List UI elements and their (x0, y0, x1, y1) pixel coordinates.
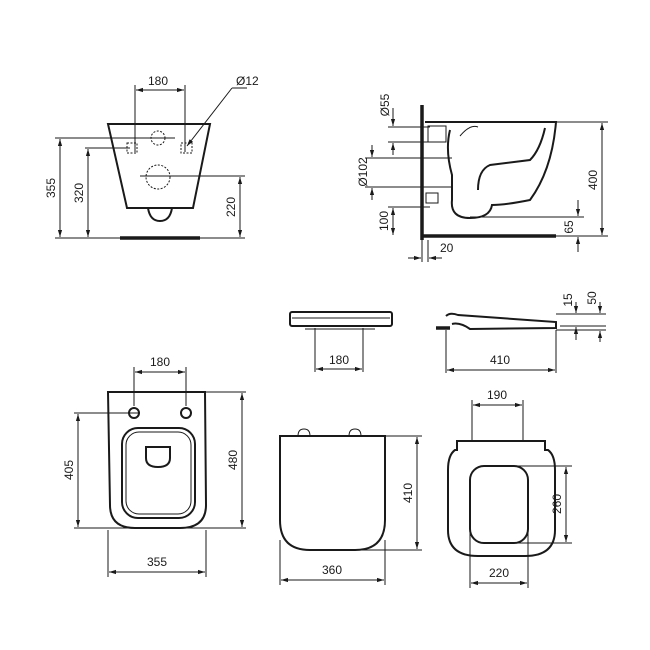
dim-20: 20 (440, 241, 454, 255)
dim-hole-diameter: Ø12 (236, 74, 259, 88)
dim-180: 180 (150, 355, 170, 369)
dim-260: 260 (550, 494, 564, 514)
dim-100: 100 (377, 211, 391, 231)
dim-480: 480 (226, 450, 240, 470)
dim-405: 405 (62, 460, 76, 480)
dim-410: 410 (490, 353, 510, 367)
seat-plan-view: 190 260 220 (447, 388, 572, 588)
dim-55: Ø55 (378, 93, 392, 116)
dim-320: 320 (72, 183, 86, 203)
dim-410: 410 (401, 483, 415, 503)
dim-220: 220 (224, 197, 238, 217)
dim-15: 15 (561, 293, 575, 307)
plan-view: 180 405 480 355 (62, 355, 246, 577)
seat-side-view: 410 15 50 (436, 291, 606, 373)
dim-355: 355 (147, 555, 167, 569)
dim-360: 360 (322, 563, 342, 577)
dim-400: 400 (586, 170, 600, 190)
dim-180: 180 (148, 74, 168, 88)
dim-190: 190 (487, 388, 507, 402)
dim-65: 65 (562, 220, 576, 234)
front-view: 180 Ø12 355 320 220 (44, 74, 259, 240)
seat-lid-view: 410 360 (279, 428, 422, 585)
dim-355: 355 (44, 178, 58, 198)
seat-front-view: 180 (289, 311, 393, 372)
dim-220: 220 (489, 566, 509, 580)
dim-180: 180 (329, 353, 349, 367)
dim-102: Ø102 (356, 157, 370, 187)
side-view: Ø55 Ø102 100 20 400 65 (356, 93, 608, 262)
dim-50: 50 (585, 291, 599, 305)
